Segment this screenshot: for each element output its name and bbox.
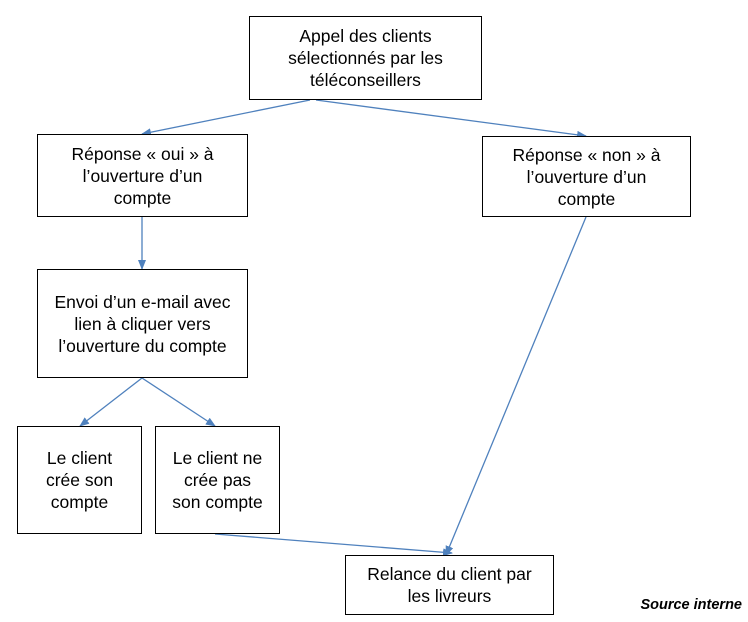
node-send-email-label: Envoi d’un e-mail avec lien à cliquer ve…	[54, 291, 231, 356]
node-answer-no-label: Réponse « non » à l’ouverture d’un compt…	[512, 144, 661, 209]
node-answer-yes: Réponse « oui » à l’ouverture d’un compt…	[37, 134, 248, 217]
node-send-email: Envoi d’un e-mail avec lien à cliquer ve…	[37, 269, 248, 378]
node-delivery-reminder: Relance du client par les livreurs	[345, 555, 554, 615]
arrow-call-to-yes	[141, 99, 311, 137]
node-client-call-label: Appel des clients sélectionnés par les t…	[288, 26, 443, 90]
arrow-call-to-no	[315, 99, 587, 139]
node-delivery-reminder-label: Relance du client par les livreurs	[367, 564, 532, 606]
node-client-does-not-create-account: Le client ne crée pas son compte	[155, 426, 280, 534]
node-client-does-not-create-account-label: Le client ne crée pas son compte	[172, 448, 263, 512]
arrow-no-to-reminder	[445, 216, 587, 556]
node-client-creates-account-label: Le client crée son compte	[45, 448, 114, 512]
node-answer-no: Réponse « non » à l’ouverture d’un compt…	[482, 136, 691, 217]
node-client-creates-account: Le client crée son compte	[17, 426, 142, 534]
arrow-email-to-created	[79, 377, 143, 427]
node-answer-yes-label: Réponse « oui » à l’ouverture d’un compt…	[71, 143, 214, 208]
arrow-not-created-to-reminder	[214, 533, 453, 557]
node-client-call: Appel des clients sélectionnés par les t…	[249, 16, 482, 100]
arrow-email-to-not-created	[141, 377, 216, 427]
source-note: Source interne	[640, 597, 742, 613]
